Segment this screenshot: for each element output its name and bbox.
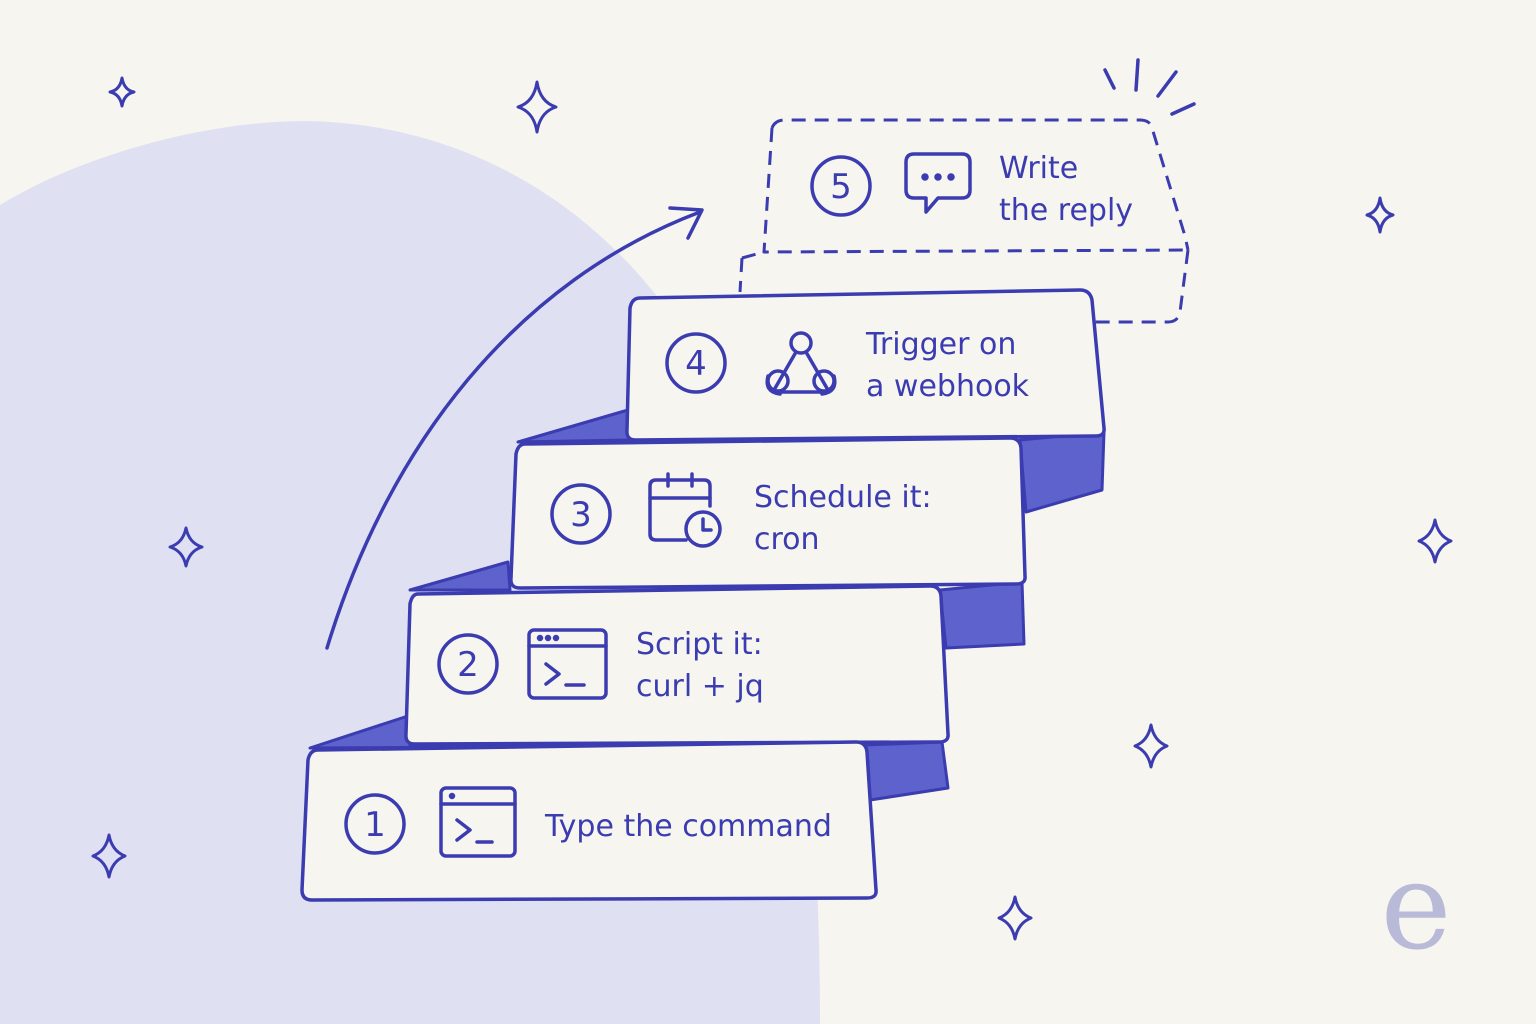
step-3-number: 3 — [570, 495, 592, 535]
step-5-number: 5 — [830, 167, 852, 207]
step-2-card — [404, 584, 950, 746]
progress-arrow — [325, 206, 704, 650]
number-circles — [344, 155, 872, 855]
sparkle-icon — [168, 526, 204, 568]
step-1-number: 1 — [364, 805, 386, 845]
step-2-label-line-2: curl + jq — [636, 669, 764, 704]
terminal-icon — [527, 628, 608, 700]
sparkle-icon — [108, 76, 136, 108]
step-2-number: 2 — [457, 645, 479, 685]
step-4-card — [625, 288, 1106, 442]
sparkle-decorations — [91, 76, 1453, 941]
step-4-number: 4 — [685, 344, 707, 384]
step-5-card — [738, 118, 1190, 324]
step-5-label-line-2: the reply — [999, 193, 1133, 228]
burst-lines — [1103, 58, 1196, 116]
step-5-label-line-1: Write — [999, 151, 1078, 186]
step-4-number-circle — [665, 332, 727, 394]
step-3-label-line-1: Schedule it: — [754, 480, 932, 515]
step-1-card — [300, 740, 878, 902]
calendar-clock-icon — [648, 472, 722, 548]
step-3-card — [509, 436, 1027, 590]
brand-logo: e — [1380, 838, 1451, 977]
step-4-label-line-1: Trigger on — [865, 327, 1016, 362]
step-1-number-circle — [344, 793, 406, 855]
webhook-icon — [765, 331, 837, 396]
sparkle-icon — [1365, 196, 1395, 234]
step-2-number-circle — [437, 633, 499, 695]
step-1-label: Type the command — [544, 809, 832, 844]
step-3-number-circle — [550, 483, 612, 545]
sparkle-icon — [91, 833, 127, 879]
sparkle-icon — [516, 80, 558, 134]
chat-bubble-icon — [904, 152, 972, 214]
sparkle-icon — [1417, 518, 1453, 564]
step-4-label-line-2: a webhook — [866, 369, 1030, 404]
step-5-number-circle — [810, 155, 872, 217]
sparkle-icon — [997, 895, 1033, 941]
arrow-head-icon — [668, 206, 704, 240]
step-2-label-line-1: Script it: — [636, 627, 763, 662]
sparkle-icon — [1133, 723, 1169, 769]
step-3-label-line-2: cron — [754, 522, 820, 557]
terminal-icon — [439, 786, 517, 858]
